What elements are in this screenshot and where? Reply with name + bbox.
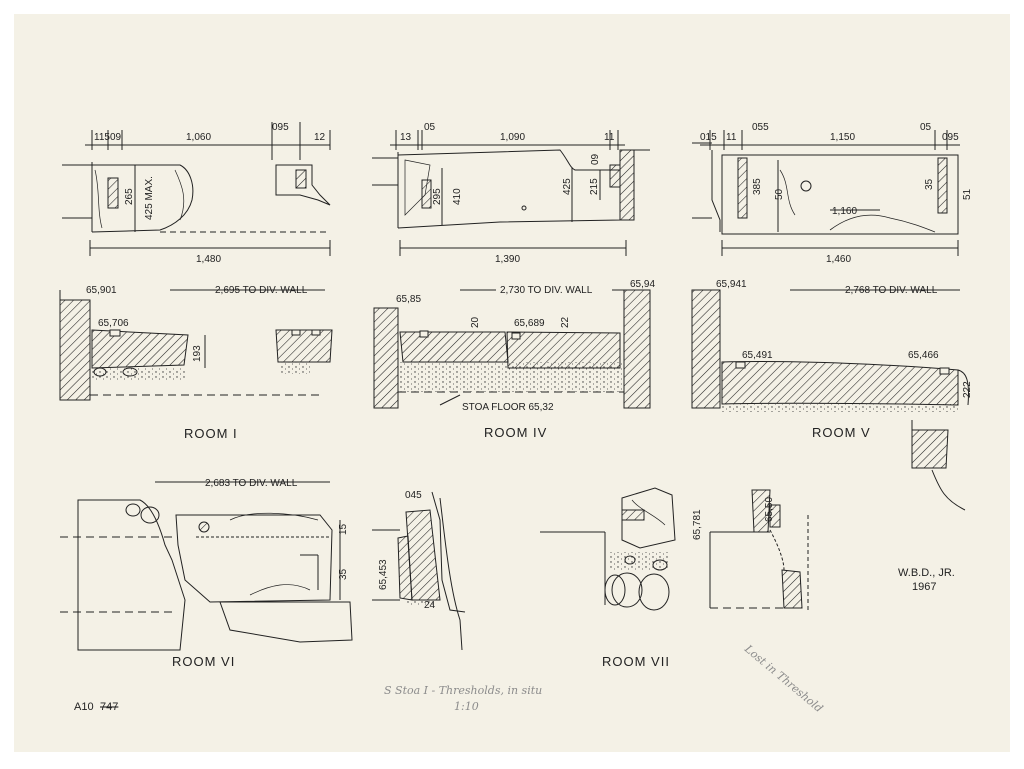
room1-elev-div: 2,695 TO DIV. WALL xyxy=(215,285,308,296)
room1-dim-265: 265 xyxy=(124,188,135,205)
room7-sec-65781: 65,781 xyxy=(692,509,703,540)
room6-dim-15: 15 xyxy=(338,523,349,535)
signature-name: W.B.D., JR. xyxy=(898,567,955,579)
room1-elev-193: 193 xyxy=(192,345,203,362)
room4-label: ROOM IV xyxy=(484,425,547,440)
room4-dim-05: 05 xyxy=(424,122,436,133)
room5-dim-50: 50 xyxy=(774,188,785,200)
room5-dim-05: 05 xyxy=(920,122,932,133)
room6-dim-35: 35 xyxy=(338,568,349,580)
room1-label: ROOM I xyxy=(184,426,238,441)
caption-scale: 1:10 xyxy=(454,700,479,713)
room7-plan xyxy=(540,487,676,611)
room4-dim-215: 215 xyxy=(589,178,600,195)
room7-sec-6550: 65,50 xyxy=(764,497,775,522)
room5-elevation xyxy=(691,289,969,511)
room6-plan xyxy=(60,481,353,651)
room1-plan xyxy=(62,122,331,256)
room4-dim-1090: 1,090 xyxy=(500,132,525,143)
ref-number: A10 xyxy=(74,701,94,713)
room4-elev-div: 2,730 TO DIV. WALL xyxy=(500,285,593,296)
room1-dim-115: 115 xyxy=(94,132,110,143)
room1-dim-1060: 1,060 xyxy=(186,132,211,143)
room6-sec-045: 045 xyxy=(405,490,422,501)
room5-label: ROOM V xyxy=(812,425,871,440)
room5-dim-055: 055 xyxy=(752,122,769,133)
room4-dim-410: 410 xyxy=(452,188,463,205)
room5-elev-222: 222 xyxy=(962,381,973,398)
room5-elev-65941: 65,941 xyxy=(716,279,747,290)
room5-elev-div: 2,768 TO DIV. WALL xyxy=(845,285,938,296)
room1-dim-425max: 425 MAX. xyxy=(144,176,155,220)
room4-elev-20: 20 xyxy=(470,316,481,328)
room4-dim-total: 1,390 xyxy=(495,254,520,265)
room5-dim-095: 095 xyxy=(942,132,959,143)
room4-dim-11: 11 xyxy=(604,132,615,143)
room7-section xyxy=(709,489,809,612)
room5-elev-65466: 65,466 xyxy=(908,350,939,361)
ref-number-struck: 747 xyxy=(100,701,118,713)
room5-dim-1150: 1,150 xyxy=(830,132,855,143)
room4-floor: STOA FLOOR 65,32 xyxy=(462,402,554,413)
room7-label: ROOM VII xyxy=(602,654,670,669)
room4-dim-13: 13 xyxy=(400,132,412,143)
room5-plan xyxy=(692,130,960,256)
room6-section xyxy=(372,491,466,651)
room5-elev-65491: 65,491 xyxy=(742,350,773,361)
room1-elevation xyxy=(59,289,333,401)
caption-title: S Stoa I - Thresholds, in situ xyxy=(384,684,542,697)
room1-elev-65706: 65,706 xyxy=(98,318,129,329)
room4-elev-22: 22 xyxy=(560,316,571,328)
room6-plan-div: 2,683 TO DIV. WALL xyxy=(205,478,298,489)
room6-label: ROOM VI xyxy=(172,654,235,669)
room1-dim-total: 1,480 xyxy=(196,254,221,265)
room5-dim-total: 1,460 xyxy=(826,254,851,265)
room5-dim-35: 35 xyxy=(924,178,935,190)
room1-dim-09: 09 xyxy=(110,132,122,143)
room4-dim-09: 09 xyxy=(590,153,601,165)
signature-year: 1967 xyxy=(912,581,936,593)
room4-elev-6594: 65,94 xyxy=(630,279,655,290)
room1-dim-12: 12 xyxy=(314,132,326,143)
room4-elevation xyxy=(373,289,651,409)
room6-sec-24: 24 xyxy=(424,600,436,611)
room1-elev-65901: 65,901 xyxy=(86,285,117,296)
room1-dim-095: 095 xyxy=(272,122,289,133)
room5-dim-11: 11 xyxy=(726,132,737,143)
room4-elev-6585: 65,85 xyxy=(396,294,421,305)
room6-sec-65453: 65,453 xyxy=(378,559,389,590)
room5-dim-015: 015 xyxy=(700,132,717,143)
room4-dim-425: 425 xyxy=(562,178,573,195)
room4-plan xyxy=(372,130,650,256)
room4-elev-65689: 65,689 xyxy=(514,318,545,329)
room5-dim-1160: 1,160 xyxy=(832,206,857,217)
room5-dim-385: 385 xyxy=(752,178,763,195)
room4-dim-295: 295 xyxy=(432,188,443,205)
room5-dim-51: 51 xyxy=(962,188,973,200)
